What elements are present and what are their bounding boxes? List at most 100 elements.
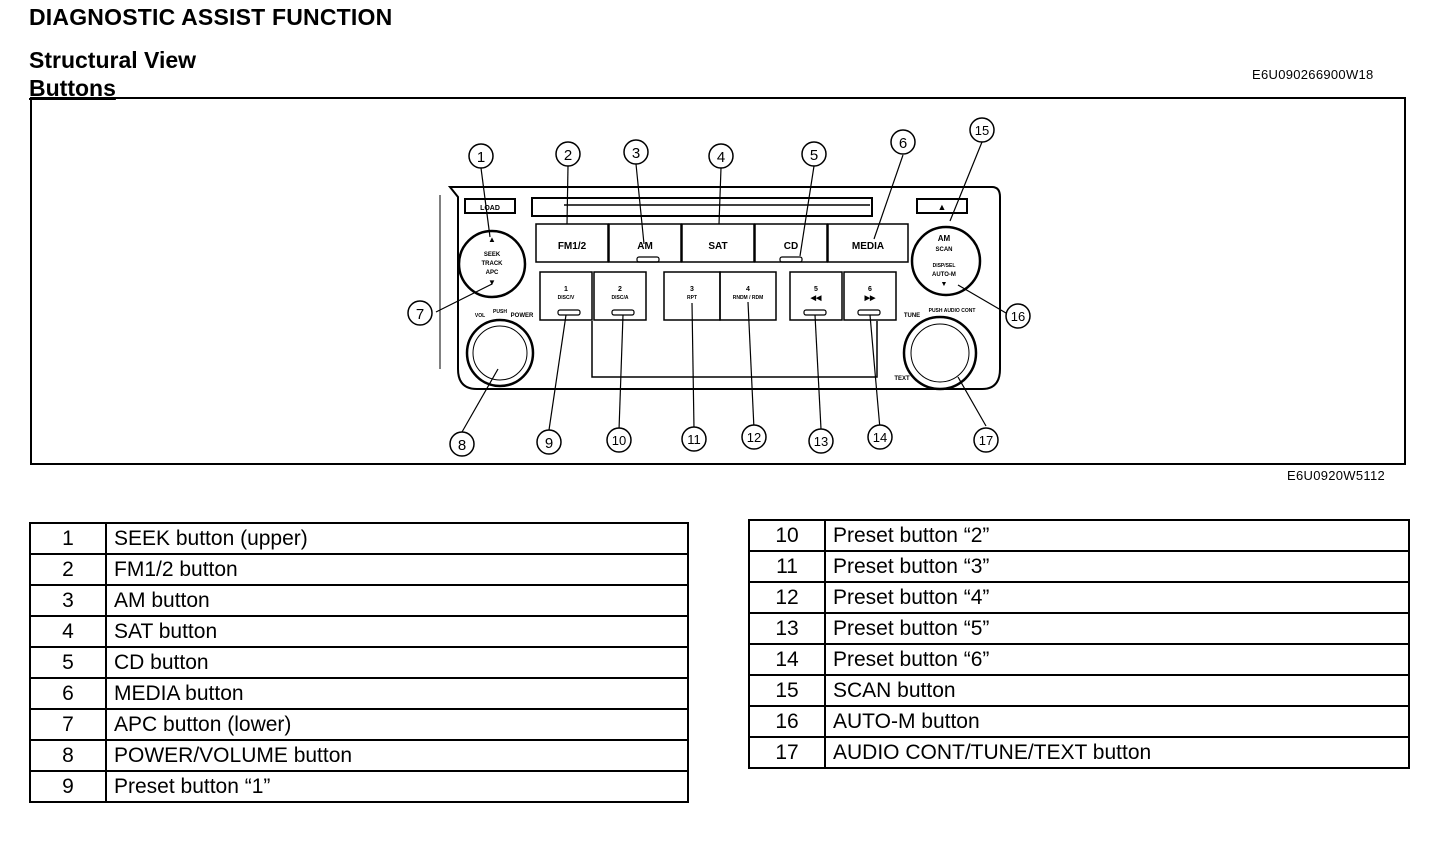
item-description: CD button xyxy=(105,646,689,679)
callout-3: 3 xyxy=(632,145,640,162)
callout-2: 2 xyxy=(564,147,572,164)
item-description: Preset button “5” xyxy=(824,612,1410,645)
seek-label: SEEK xyxy=(484,252,501,258)
text-label: TEXT xyxy=(894,376,910,382)
housing-outline xyxy=(447,186,1001,390)
fm-label: FM1/2 xyxy=(558,241,587,252)
vol-label: VOL xyxy=(475,313,485,319)
preset-5-button xyxy=(789,271,843,321)
callout-11: 11 xyxy=(687,432,701,447)
callout-10: 10 xyxy=(612,433,626,448)
item-description: Preset button “6” xyxy=(824,643,1410,676)
seek-down-icon: ▼ xyxy=(488,278,496,287)
volume-knob xyxy=(465,318,535,388)
item-number: 15 xyxy=(748,674,826,707)
preset-2-button xyxy=(593,271,647,321)
cd-slot xyxy=(531,197,873,217)
callout-8: 8 xyxy=(458,437,466,454)
item-description: Preset button “3” xyxy=(824,550,1410,583)
seek-knob xyxy=(457,229,527,299)
item-number: 9 xyxy=(29,770,107,803)
item-number: 1 xyxy=(29,522,107,555)
callout-9: 9 xyxy=(545,435,553,452)
item-number: 5 xyxy=(29,646,107,679)
figure-code: E6U0920W5112 xyxy=(1287,468,1386,483)
am-label: AM xyxy=(637,241,653,252)
preset-6-number: 6 xyxy=(868,286,872,293)
item-description: AM button xyxy=(105,584,689,617)
preset-2-number: 2 xyxy=(618,286,622,293)
preset-4-button xyxy=(719,271,777,321)
callout-6: 6 xyxy=(899,135,907,152)
page-title: DIAGNOSTIC ASSIST FUNCTION xyxy=(29,4,393,30)
fm-button xyxy=(535,223,609,263)
callout-12: 12 xyxy=(747,430,761,445)
callout-4: 4 xyxy=(717,149,725,166)
structural-view-figure: LOAD ▲ FM1/2 AM SAT CD MEDIA ▲ SEEK TRAC… xyxy=(30,97,1406,465)
radio-unit-diagram: LOAD ▲ FM1/2 AM SAT CD MEDIA ▲ SEEK TRAC… xyxy=(407,117,1031,457)
preset-5-number: 5 xyxy=(814,286,818,293)
item-number: 10 xyxy=(748,519,826,552)
callout-16: 16 xyxy=(1011,309,1025,324)
callout-14: 14 xyxy=(873,430,887,445)
preset-1-button xyxy=(539,271,593,321)
item-number: 13 xyxy=(748,612,826,645)
load-button xyxy=(464,198,516,214)
audio-cont-label: PUSH AUDIO CONT xyxy=(929,308,976,314)
tune-knob xyxy=(902,315,978,391)
item-number: 8 xyxy=(29,739,107,772)
autom-label: AUTO-M xyxy=(932,272,956,278)
scan-label: SCAN xyxy=(935,247,952,253)
preset-4-number: 4 xyxy=(746,286,750,293)
callout-15: 15 xyxy=(975,123,989,138)
eject-button xyxy=(916,198,968,214)
sat-button xyxy=(681,223,755,263)
power-label: POWER xyxy=(511,313,534,319)
sat-label: SAT xyxy=(708,241,727,252)
item-description: SAT button xyxy=(105,615,689,648)
media-label: MEDIA xyxy=(852,241,884,252)
preset-1-sub: DISC/V xyxy=(558,295,575,301)
item-description: AUDIO CONT/TUNE/TEXT button xyxy=(824,736,1410,769)
scan-am-label: AM xyxy=(938,234,951,243)
item-description: POWER/VOLUME button xyxy=(105,739,689,772)
tune-label: TUNE xyxy=(904,313,920,319)
item-number: 16 xyxy=(748,705,826,738)
callout-7: 7 xyxy=(416,306,424,323)
scan-knob xyxy=(910,225,982,297)
item-number: 7 xyxy=(29,708,107,741)
item-description: Preset button “1” xyxy=(105,770,689,803)
item-description: Preset button “4” xyxy=(824,581,1410,614)
item-number: 4 xyxy=(29,615,107,648)
preset-3-sub: RPT xyxy=(687,295,697,301)
callout-13: 13 xyxy=(814,434,828,449)
item-number: 6 xyxy=(29,677,107,710)
seek-up-icon: ▲ xyxy=(488,235,496,244)
item-number: 3 xyxy=(29,584,107,617)
item-description: SEEK button (upper) xyxy=(105,522,689,555)
preset-1-number: 1 xyxy=(564,286,568,293)
item-number: 12 xyxy=(748,581,826,614)
section-title: Buttons xyxy=(29,75,116,101)
item-description: SCAN button xyxy=(824,674,1410,707)
subtitle: Structural View xyxy=(29,47,197,73)
load-label: LOAD xyxy=(480,205,500,212)
push-label: PUSH xyxy=(493,309,507,315)
document-code: E6U090266900W18 xyxy=(1252,67,1374,82)
